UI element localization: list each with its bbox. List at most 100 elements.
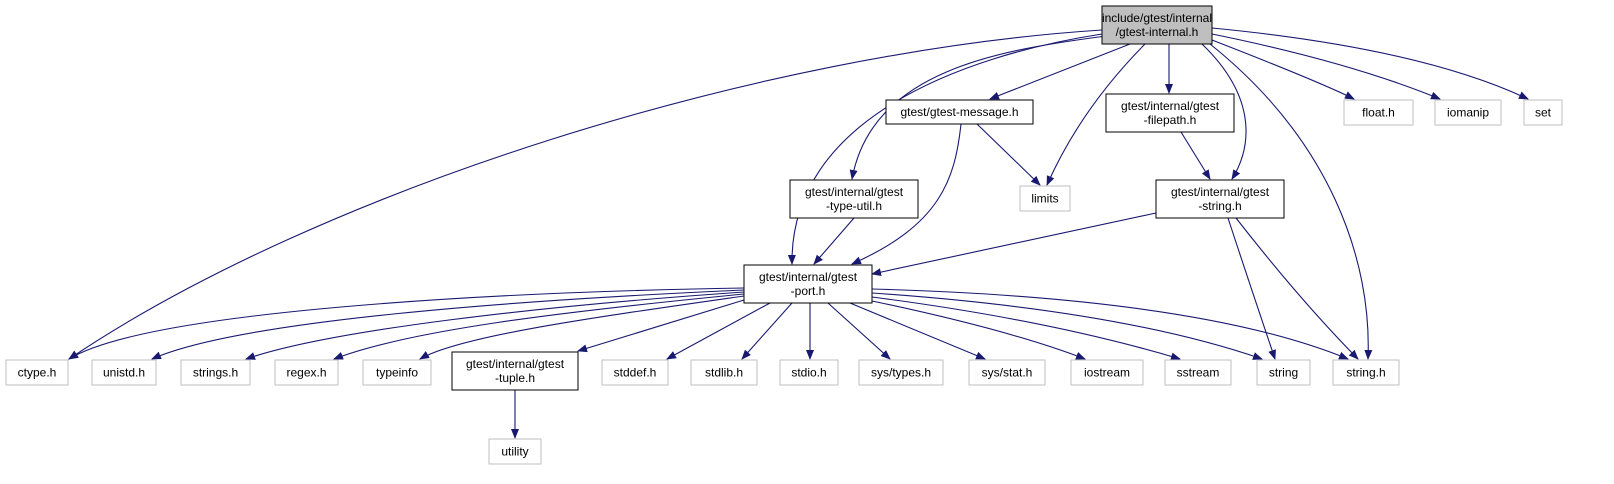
node-strings-box (180, 359, 251, 386)
edge-gstring-to-port (871, 212, 1157, 277)
node-filepath-label: gtest/internal/gtest (1121, 99, 1220, 113)
node-tuple-label: -tuple.h (495, 371, 535, 385)
node-ctype: ctype.h (5, 359, 69, 386)
node-typeutil[interactable]: gtest/internal/gtest-type-util.h (789, 179, 919, 219)
node-gstring[interactable]: gtest/internal/gtest-string.h (1155, 179, 1285, 219)
edge-root-to-iomanip (1211, 33, 1441, 100)
node-message-box (885, 99, 1034, 125)
node-tuple-label: gtest/internal/gtest (466, 357, 565, 371)
node-message-label: gtest/gtest-message.h (900, 105, 1018, 119)
node-iomanip-box (1434, 99, 1502, 126)
node-stddef-label: stddef.h (614, 366, 657, 380)
node-gstring-label: gtest/internal/gtest (1171, 185, 1270, 199)
node-typeinfo-box (362, 359, 432, 386)
node-sstream: sstream (1164, 359, 1232, 386)
node-stdlib: stdlib.h (690, 359, 758, 386)
node-iomanip: iomanip (1434, 99, 1502, 126)
edge-filepath-to-gstring (1180, 131, 1211, 180)
node-set-box (1523, 99, 1563, 126)
edge-port-to-iostream (871, 300, 1086, 360)
node-string: string (1256, 359, 1311, 386)
node-ctype-box (5, 359, 69, 386)
node-regex: regex.h (274, 359, 339, 386)
edge-port-to-systypes (827, 302, 891, 360)
node-typeinfo: typeinfo (362, 359, 432, 386)
node-root-label: /gtest-internal.h (1116, 25, 1199, 39)
node-root[interactable]: include/gtest/internal/gtest-internal.h (1101, 5, 1213, 45)
node-sstream-box (1164, 359, 1232, 386)
edges-layer (68, 27, 1529, 439)
edge-root-to-limits (1046, 43, 1146, 186)
nodes-layer: include/gtest/internal/gtest-internal.h g… (5, 5, 1563, 465)
edge-port-to-sstream (871, 296, 1181, 361)
node-tuple-box (451, 351, 579, 391)
node-stdlib-label: stdlib.h (705, 366, 743, 380)
edge-port-to-strings (245, 291, 745, 360)
node-string-box (1256, 359, 1311, 386)
node-unistd: unistd.h (91, 359, 157, 386)
edge-port-to-typeinfo (419, 295, 745, 360)
edge-root-to-typeutil (849, 35, 1107, 180)
edge-port-to-stddef (666, 302, 771, 360)
node-port-label: gtest/internal/gtest (759, 270, 858, 284)
node-systypes: sys/types.h (858, 359, 944, 386)
node-utility-box (488, 438, 542, 465)
edge-typeutil-to-port (813, 217, 855, 265)
node-root-box (1101, 5, 1213, 45)
node-strings-label: strings.h (193, 366, 238, 380)
node-sysstat-label: sys/stat.h (982, 366, 1033, 380)
node-unistd-label: unistd.h (103, 366, 145, 380)
node-iomanip-label: iomanip (1447, 106, 1489, 120)
node-stdlib-box (690, 359, 758, 386)
edge-port-to-string (871, 292, 1263, 360)
node-tuple[interactable]: gtest/internal/gtest-tuple.h (451, 351, 579, 391)
node-float_h: float.h (1343, 99, 1414, 126)
node-typeutil-box (789, 179, 919, 219)
edge-port-to-ctype (68, 287, 745, 360)
node-iostream-box (1070, 359, 1144, 386)
edge-root-to-set (1211, 27, 1529, 100)
node-set-label: set (1535, 106, 1552, 120)
node-gstring-box (1155, 179, 1285, 219)
node-port[interactable]: gtest/internal/gtest-port.h (743, 264, 873, 304)
node-stdio-label: stdio.h (791, 366, 826, 380)
node-sysstat: sys/stat.h (968, 359, 1046, 386)
node-iostream-label: iostream (1084, 366, 1130, 380)
edge-root-to-float_h (1211, 39, 1355, 100)
node-port-label: -port.h (791, 284, 826, 298)
node-root-label: include/gtest/internal (1102, 11, 1212, 25)
node-set: set (1523, 99, 1563, 126)
node-string_h: string.h (1332, 359, 1400, 386)
node-string-label: string (1269, 366, 1298, 380)
node-float_h-label: float.h (1362, 106, 1395, 120)
node-ctype-label: ctype.h (18, 366, 57, 380)
edge-port-to-unistd (151, 289, 745, 360)
node-utility: utility (488, 438, 542, 465)
node-unistd-box (91, 359, 157, 386)
node-regex-label: regex.h (286, 366, 326, 380)
node-utility-label: utility (501, 445, 528, 459)
edge-port-to-sysstat (849, 302, 986, 360)
node-float_h-box (1343, 99, 1414, 126)
edge-message-to-port (851, 123, 962, 265)
node-string_h-box (1332, 359, 1400, 386)
node-typeutil-label: gtest/internal/gtest (805, 185, 904, 199)
node-typeinfo-label: typeinfo (376, 366, 418, 380)
edge-port-to-tuple (577, 299, 745, 353)
node-stdio: stdio.h (779, 359, 839, 386)
node-limits-label: limits (1031, 192, 1058, 206)
node-filepath[interactable]: gtest/internal/gtest-filepath.h (1105, 93, 1235, 133)
edge-root-to-message (989, 43, 1131, 100)
node-stddef-box (601, 359, 669, 386)
edge-gstring-to-string_h (1235, 217, 1359, 360)
node-message[interactable]: gtest/gtest-message.h (885, 99, 1034, 125)
node-systypes-box (858, 359, 944, 386)
edge-root-to-ctype (68, 29, 1103, 360)
edge-port-to-regex (333, 293, 745, 360)
edge-port-to-stdlib (741, 302, 793, 360)
node-filepath-label: -filepath.h (1144, 113, 1197, 127)
node-typeutil-label: -type-util.h (826, 199, 882, 213)
node-sysstat-box (968, 359, 1046, 386)
node-port-box (743, 264, 873, 304)
